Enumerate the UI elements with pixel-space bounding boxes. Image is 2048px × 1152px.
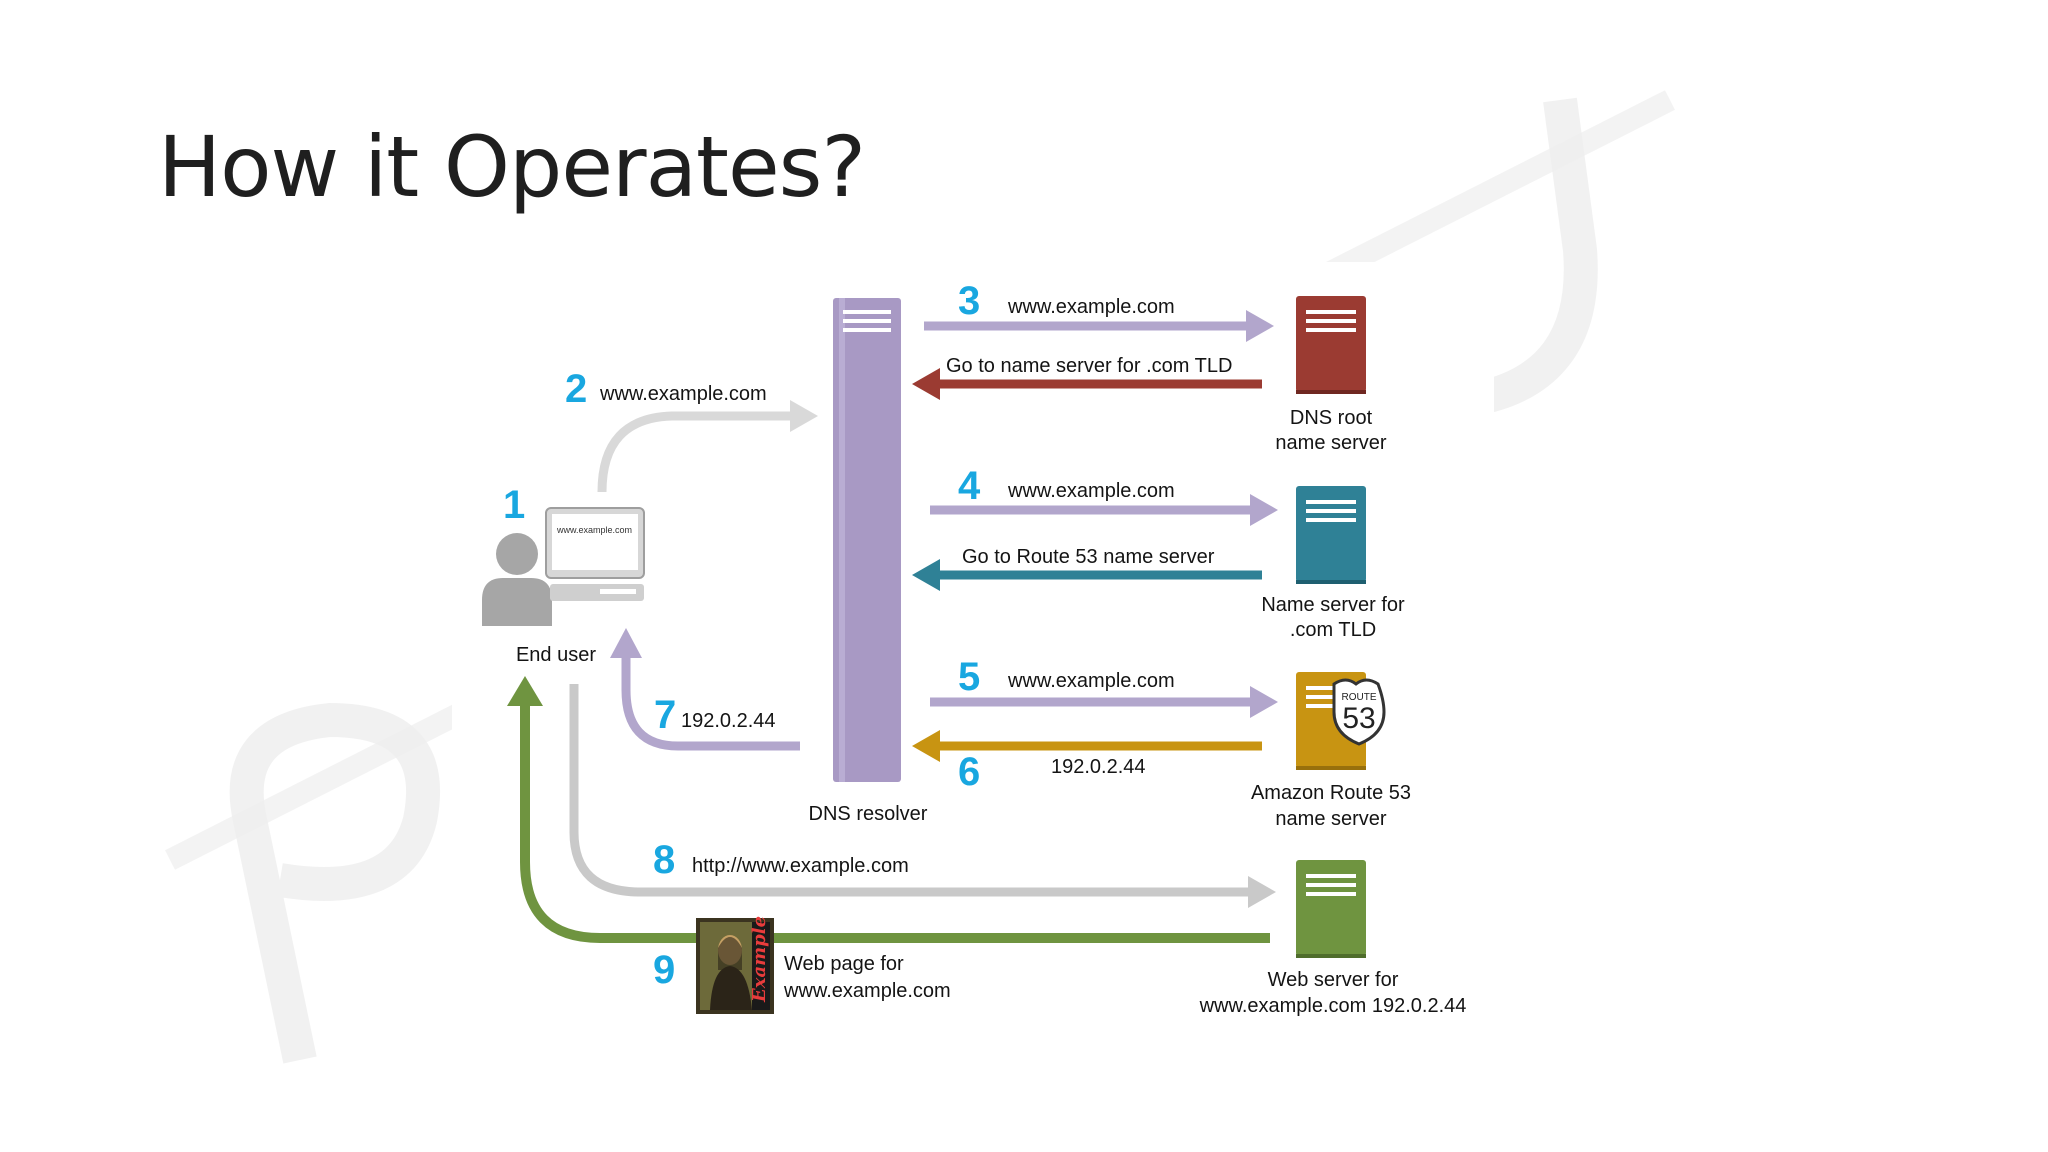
step-3-request-label: www.example.com xyxy=(1007,296,1175,318)
web-server-label-2: www.example.com 192.0.2.44 xyxy=(1199,995,1467,1017)
step-number-2: 2 xyxy=(565,367,587,411)
person-with-computer-icon xyxy=(482,507,645,626)
arrow-step-8-head xyxy=(1248,876,1276,908)
monitor-text: www.example.com xyxy=(556,525,632,535)
root-server-label-1: DNS root xyxy=(1290,407,1373,429)
step-number-9: 9 xyxy=(653,948,675,992)
step-9-label-2: www.example.com xyxy=(783,980,951,1002)
arrow-step-7 xyxy=(621,656,800,751)
arrow-step-4-request-head xyxy=(1250,494,1278,526)
arrow-step-3-request-head xyxy=(1246,310,1274,342)
route53-label-2: name server xyxy=(1275,808,1386,830)
route53-badge-number: 53 xyxy=(1342,702,1375,735)
root-server-label-2: name server xyxy=(1275,432,1386,454)
step-8-label: http://www.example.com xyxy=(692,855,909,877)
step-number-6: 6 xyxy=(958,750,980,794)
arrow-step-6-reply-head xyxy=(912,730,940,762)
step-6-reply-label: 192.0.2.44 xyxy=(1051,756,1146,778)
dns-root-server-icon xyxy=(1296,296,1366,394)
arrow-step-9-head xyxy=(507,676,543,706)
step-7-label: 192.0.2.44 xyxy=(681,710,776,732)
arrow-step-9 xyxy=(520,704,1270,943)
tld-server-icon xyxy=(1296,486,1366,584)
step-9-label-1: Web page for xyxy=(784,953,904,975)
arrow-step-2 xyxy=(597,411,792,493)
step-number-1: 1 xyxy=(503,483,525,527)
arrow-step-7-head xyxy=(610,628,642,658)
step-number-3: 3 xyxy=(958,279,980,323)
arrow-step-2-head xyxy=(790,400,818,432)
step-number-7: 7 xyxy=(654,693,676,737)
step-2-label: www.example.com xyxy=(599,383,767,405)
end-user-label: End user xyxy=(516,644,596,666)
web-server-icon xyxy=(1296,860,1366,958)
step-3-reply-label: Go to name server for .com TLD xyxy=(946,355,1232,377)
route53-shield-icon: ROUTE 53 xyxy=(1332,678,1386,746)
dns-resolver-label: DNS resolver xyxy=(809,803,928,825)
arrow-step-3-reply-head xyxy=(912,368,940,400)
tld-server-label-1: Name server for xyxy=(1261,594,1405,616)
step-5-request-label: www.example.com xyxy=(1007,670,1175,692)
web-page-badge: Example xyxy=(749,916,770,1003)
tld-server-label-2: .com TLD xyxy=(1290,619,1376,641)
arrow-step-8 xyxy=(569,684,1250,897)
route53-label-1: Amazon Route 53 xyxy=(1251,782,1411,804)
slide-title: How it Operates? xyxy=(158,118,866,216)
web-server-label-1: Web server for xyxy=(1268,969,1399,991)
step-4-reply-label: Go to Route 53 name server xyxy=(962,546,1215,568)
step-number-4: 4 xyxy=(958,464,981,508)
mona-lisa-thumbnail-icon: Example xyxy=(696,916,774,1014)
route53-badge-top: ROUTE xyxy=(1342,692,1377,703)
dns-resolver-server-icon xyxy=(833,298,901,782)
step-number-8: 8 xyxy=(653,838,675,882)
step-number-5: 5 xyxy=(958,655,980,699)
arrow-step-5-request-head xyxy=(1250,686,1278,718)
step-4-request-label: www.example.com xyxy=(1007,480,1175,502)
arrow-step-4-reply-head xyxy=(912,559,940,591)
